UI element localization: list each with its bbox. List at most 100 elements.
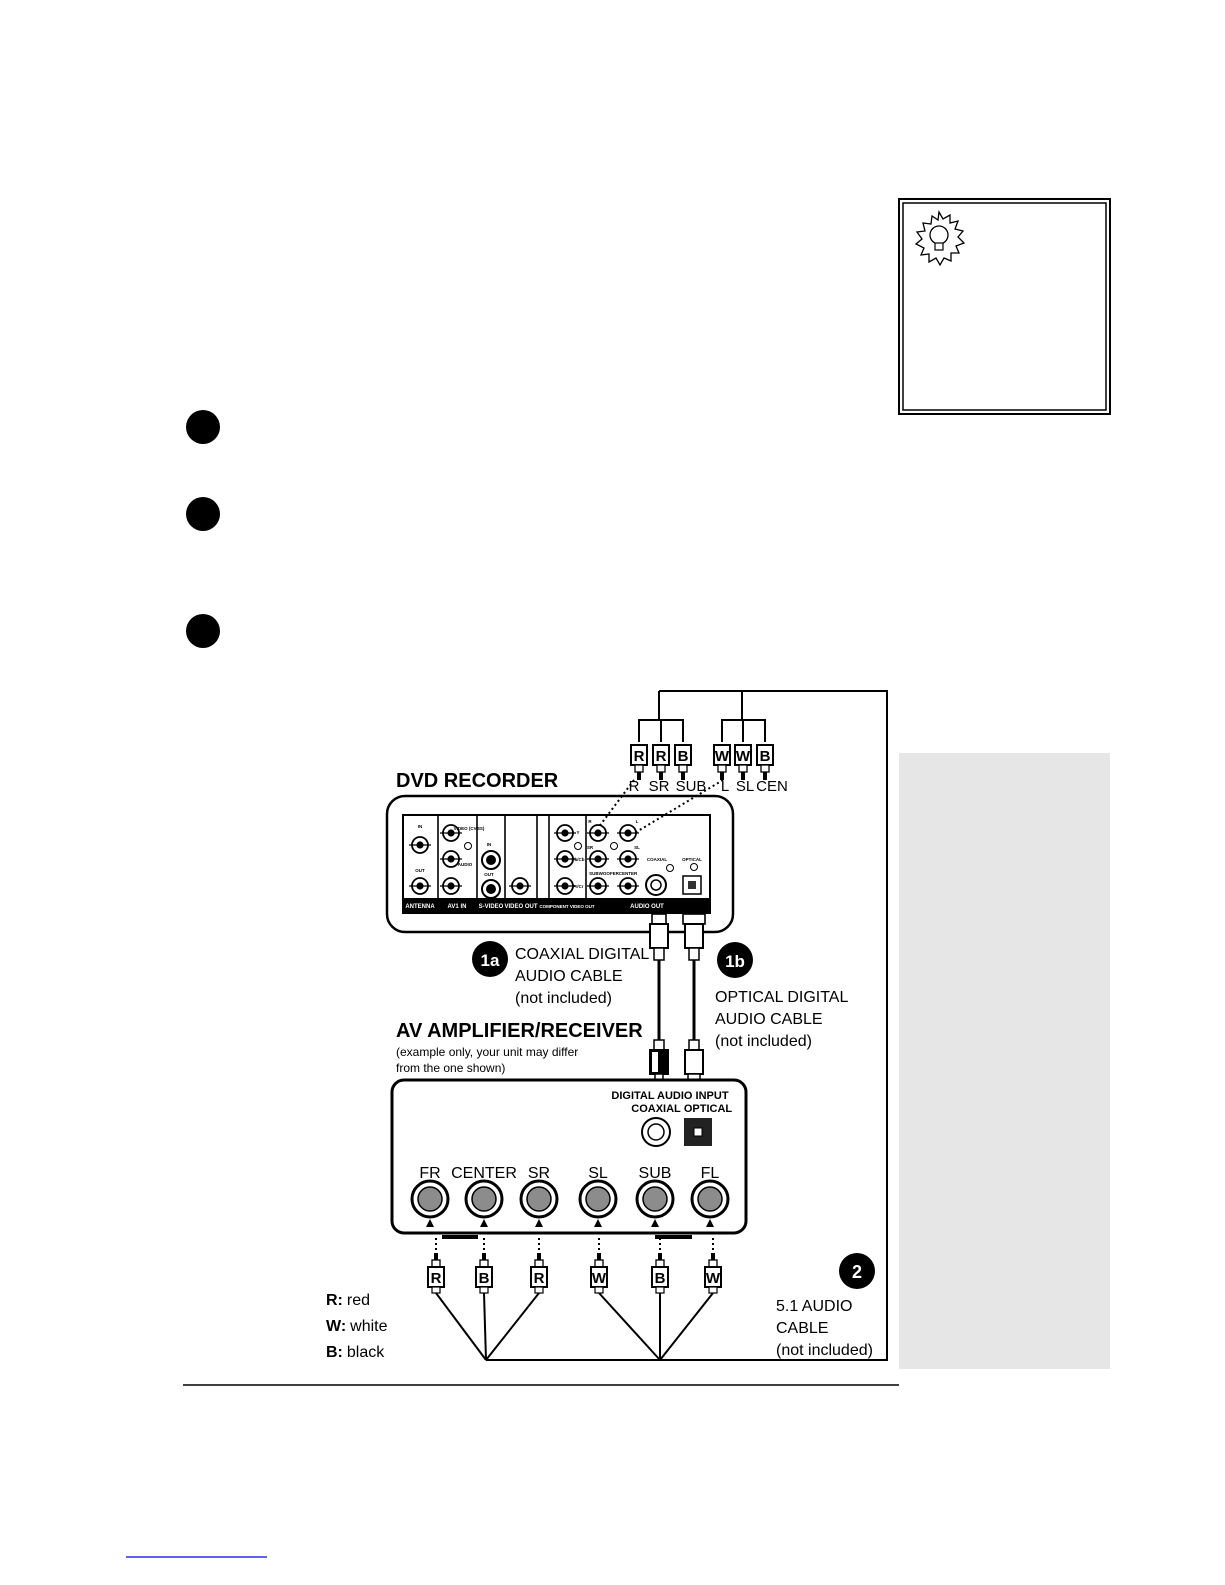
top-plug-cen: B xyxy=(756,744,774,780)
panel-jack xyxy=(554,877,576,895)
panel-jack xyxy=(587,850,609,868)
amp-jack-center: CENTER xyxy=(451,1165,517,1227)
svg-text:B:black: B:black xyxy=(326,1344,385,1361)
bottom-plug-4: W xyxy=(590,1253,608,1294)
svg-text:OPTICAL DIGITAL: OPTICAL DIGITAL xyxy=(715,989,848,1006)
cable-loop xyxy=(659,690,888,1361)
plug-letter: R xyxy=(431,1270,442,1287)
plug-letter: R xyxy=(534,1270,545,1287)
top-plug-r: R xyxy=(630,744,648,780)
svg-text:1a: 1a xyxy=(481,951,500,970)
amp-jack-label: SL xyxy=(588,1165,608,1182)
svg-text:2: 2 xyxy=(852,1262,862,1282)
top-plug-label: CEN xyxy=(756,778,788,795)
panel-jack-label: AUDIO xyxy=(458,862,473,867)
bottom-plug-2: B xyxy=(475,1253,493,1294)
panel-jack xyxy=(554,850,576,868)
amp-jack-fl: FL xyxy=(690,1165,730,1227)
amp-jack-sr: SR xyxy=(519,1165,559,1227)
amplifier-note-2: from the one shown) xyxy=(396,1061,505,1075)
cable-1b-label: 1b OPTICAL DIGITAL AUDIO CABLE (not incl… xyxy=(715,942,848,1050)
panel-section-label: S-VIDEO xyxy=(479,904,504,910)
top-plug-label: SL xyxy=(736,778,754,795)
panel-jack-label: OPTICAL xyxy=(682,857,702,862)
legend-key: R: xyxy=(326,1292,343,1309)
panel-jack-label: IN xyxy=(487,842,492,847)
top-plug-l: W xyxy=(713,744,731,780)
svg-text:(not included): (not included) xyxy=(515,990,612,1007)
color-legend: R:red W:white B:black xyxy=(326,1292,388,1361)
panel-jack xyxy=(617,824,639,842)
top-plug-sr: R xyxy=(652,744,670,780)
amp-speaker-jacks: FR CENTER SR SL SUB FL xyxy=(410,1165,730,1227)
amp-jack-fr: FR xyxy=(410,1165,450,1227)
top-plug-label: SR xyxy=(649,778,670,795)
panel-jack-label: SR xyxy=(587,845,594,850)
svg-text:(not included): (not included) xyxy=(715,1033,812,1050)
panel-jack xyxy=(440,877,462,895)
panel-jack-label: COAXIAL xyxy=(647,857,668,862)
panel-jack xyxy=(440,850,462,868)
plug-letter: B xyxy=(479,1270,490,1287)
digital-cables xyxy=(649,913,706,1089)
legend-key: B: xyxy=(326,1344,343,1361)
top-cable-harness xyxy=(638,691,766,742)
badge-1a xyxy=(472,941,508,977)
panel-section-label: AV1 IN xyxy=(448,904,467,910)
panel-section-label: VIDEO OUT xyxy=(504,904,537,910)
panel-jack-label: L xyxy=(636,819,639,824)
panel-jack-label: Pb/Cb xyxy=(572,857,585,862)
optical-input-label: OPTICAL xyxy=(684,1103,733,1115)
amp-jack-label: FL xyxy=(701,1165,720,1182)
cable-1a-label: 1a COAXIAL DIGITAL AUDIO CABLE (not incl… xyxy=(472,941,649,1007)
panel-jack-label: Y xyxy=(576,830,579,835)
panel-jack xyxy=(587,824,609,842)
plug-letter: W xyxy=(736,748,751,765)
bottom-plug-6: W xyxy=(704,1253,722,1294)
step-bullet-2 xyxy=(186,497,220,531)
svg-text:R:red: R:red xyxy=(326,1292,370,1309)
top-plug-label: R xyxy=(629,778,640,795)
plug-letter: W xyxy=(592,1270,607,1287)
amp-jack-label: SR xyxy=(528,1165,550,1182)
tip-box xyxy=(898,198,1111,415)
sidebar-panel xyxy=(899,753,1110,1369)
panel-jack xyxy=(509,877,531,895)
panel-jack xyxy=(617,877,639,895)
legend-value: black xyxy=(347,1344,385,1361)
amp-optical-jack xyxy=(684,1118,712,1146)
amp-coaxial-jack xyxy=(641,1117,671,1147)
bottom-plug-5: B xyxy=(651,1253,669,1294)
legend-value: white xyxy=(349,1318,387,1335)
amp-jack-label: FR xyxy=(419,1165,440,1182)
svg-text:(not included): (not included) xyxy=(776,1342,873,1359)
amp-jack-sub: SUB xyxy=(635,1165,675,1227)
svg-text:AUDIO CABLE: AUDIO CABLE xyxy=(515,968,623,985)
amp-jack-label: SUB xyxy=(639,1165,672,1182)
panel-jack-label: Pr/Cr xyxy=(572,884,583,889)
panel-jack-label: VIDEO (CVBS) xyxy=(454,826,485,831)
panel-jack xyxy=(409,877,431,895)
top-plug-sl: W xyxy=(734,744,752,780)
svg-text:W:white: W:white xyxy=(326,1318,388,1335)
amp-jack-sl: SL xyxy=(578,1165,618,1227)
lightbulb-icon xyxy=(914,209,966,267)
svg-text:AUDIO CABLE: AUDIO CABLE xyxy=(715,1011,823,1028)
legend-key: W: xyxy=(326,1318,346,1335)
svg-text:1b: 1b xyxy=(725,952,745,971)
svg-text:5.1 AUDIO: 5.1 AUDIO xyxy=(776,1298,852,1315)
plug-letter: R xyxy=(634,748,645,765)
badge-2 xyxy=(839,1253,875,1289)
badge-1b xyxy=(717,942,753,978)
legend-value: red xyxy=(347,1292,370,1309)
plug-letter: W xyxy=(706,1270,721,1287)
panel-section-label: COMPONENT VIDEO OUT xyxy=(539,904,595,909)
svg-text:COAXIAL DIGITAL: COAXIAL DIGITAL xyxy=(515,946,649,963)
top-plug-label: SUB xyxy=(676,778,707,795)
panel-jack xyxy=(440,824,462,842)
panel-jack xyxy=(587,877,609,895)
